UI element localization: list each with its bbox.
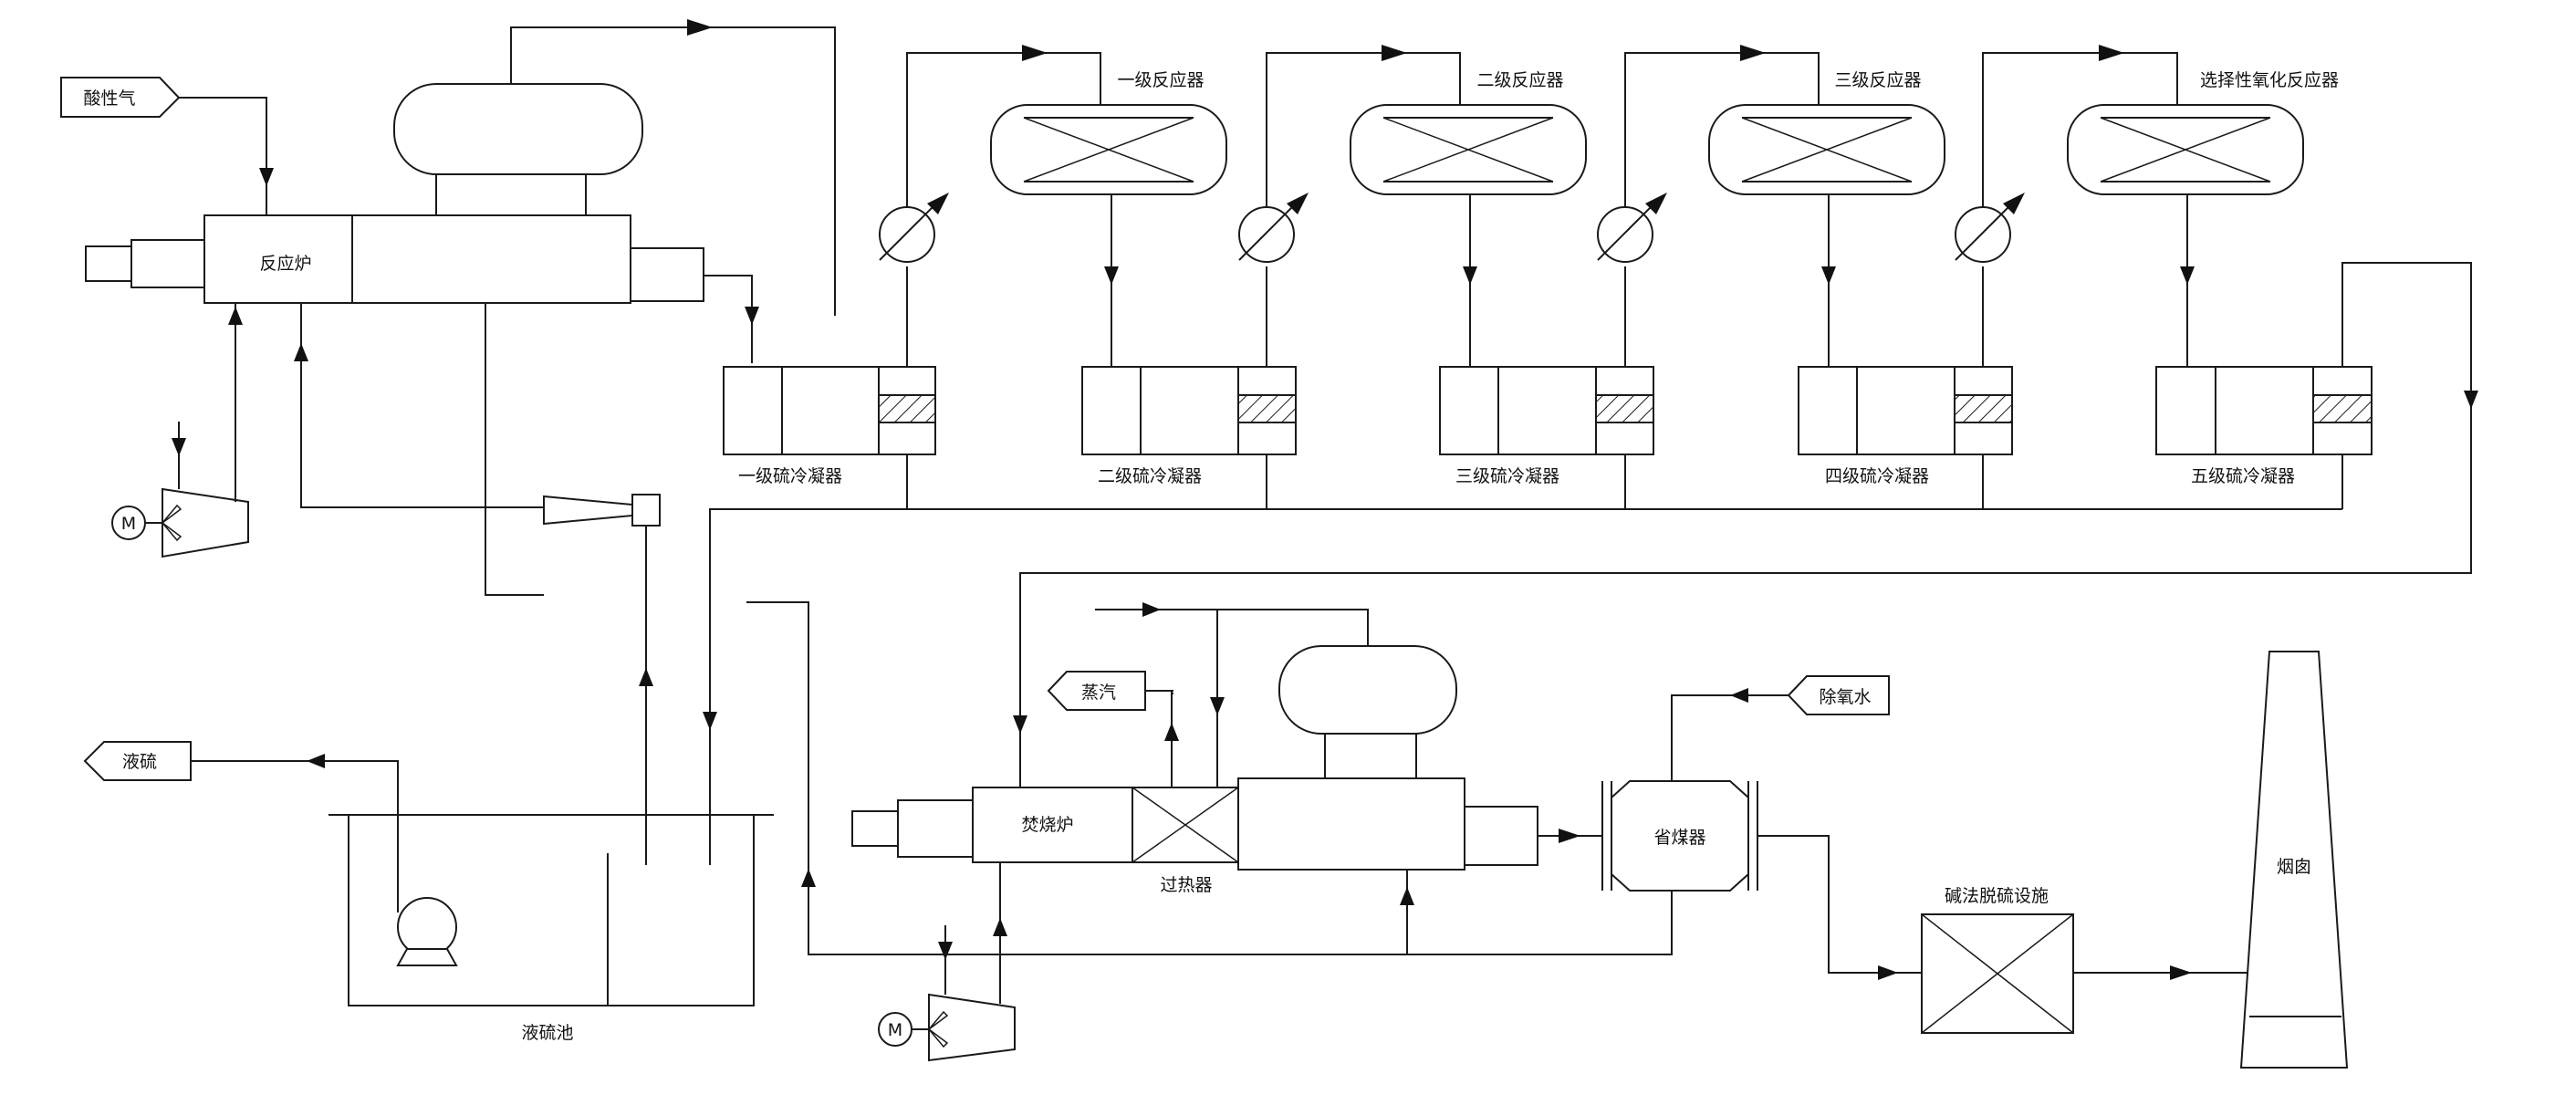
reactor-3-label: 三级反应器 bbox=[1834, 70, 1921, 90]
reheater-4-exchanger bbox=[1955, 206, 2011, 263]
steam-tag bbox=[1047, 671, 1146, 711]
reheater-1-exchanger bbox=[879, 206, 935, 263]
blower-2-body bbox=[928, 993, 1016, 1062]
superheater-label: 过热器 bbox=[1160, 875, 1212, 895]
ejector-head bbox=[631, 494, 661, 527]
sulfur-header bbox=[703, 454, 2343, 865]
condenser-5-demister bbox=[2312, 394, 2373, 423]
reheater-1 bbox=[879, 45, 1101, 367]
condenser-4-label: 四级硫冷凝器 bbox=[1825, 466, 1929, 486]
reheater-3-exchanger bbox=[1597, 206, 1653, 263]
liquid-sulfur-tag bbox=[83, 741, 192, 781]
sulfur-pit-label: 液硫池 bbox=[521, 1023, 573, 1043]
reheater-2-exchanger bbox=[1238, 206, 1295, 263]
reaction-furnace-burner-tip bbox=[85, 245, 134, 282]
condenser-1-label: 一级硫冷凝器 bbox=[738, 466, 842, 486]
tail-gas-line bbox=[1013, 262, 2478, 787]
incinerator-boiler-body bbox=[1237, 777, 1465, 871]
economizer-label: 省煤器 bbox=[1653, 828, 1705, 848]
reaction-furnace-burner bbox=[130, 239, 205, 288]
economizer-body bbox=[1611, 780, 1749, 892]
ejector-body bbox=[543, 495, 633, 526]
motor-1 bbox=[111, 506, 146, 540]
condenser-4-demister bbox=[1954, 394, 2013, 423]
superheater: 过热器 bbox=[1132, 787, 1239, 895]
waste-heat-boiler-outlet bbox=[630, 247, 704, 302]
reactor-2-label: 二级反应器 bbox=[1476, 70, 1563, 90]
acid-gas-tag bbox=[60, 77, 181, 118]
blower-1-body bbox=[162, 487, 249, 558]
incinerator-burner bbox=[897, 799, 974, 858]
condenser-5: 五级硫冷凝器 bbox=[2155, 366, 2373, 486]
steam-header: 蒸汽 bbox=[1047, 602, 1369, 787]
motor-2-label: M bbox=[888, 1020, 902, 1040]
chimney-label: 烟囱 bbox=[2277, 857, 2311, 877]
reaction-furnace: 反应炉 bbox=[85, 19, 836, 596]
acid-gas-inlet: 酸性气 bbox=[60, 77, 274, 215]
blower-1: M bbox=[111, 303, 249, 558]
acid-gas-label: 酸性气 bbox=[83, 89, 135, 109]
liquid-sulfur-label: 液硫 bbox=[122, 752, 157, 772]
chimney: 烟囱 bbox=[2239, 651, 2349, 1069]
incinerator-burner-tip bbox=[851, 810, 901, 847]
condenser-3: 三级硫冷凝器 bbox=[1439, 366, 1654, 486]
sulfur-pump bbox=[397, 897, 457, 957]
reheater-2 bbox=[1238, 45, 1461, 367]
condenser-2-demister bbox=[1237, 394, 1297, 423]
steam-drum-2 bbox=[1278, 645, 1457, 735]
ejector bbox=[294, 303, 661, 865]
reactor-1-label: 一级反应器 bbox=[1117, 70, 1204, 90]
reheater-3 bbox=[1597, 45, 1820, 367]
reaction-furnace-chamber bbox=[203, 214, 353, 304]
selective-oxidation-reactor: 选择性氧化反应器 bbox=[2067, 70, 2339, 367]
chimney-stack bbox=[2239, 651, 2349, 1069]
condenser-2: 二级硫冷凝器 bbox=[1081, 366, 1297, 486]
alkali-desulfurization-label: 碱法脱硫设施 bbox=[1945, 886, 2049, 906]
sulfur-pit: 液硫池 液硫 bbox=[83, 741, 774, 1043]
pit-vent-line bbox=[746, 601, 916, 955]
alkali-desulfurization: 碱法脱硫设施 bbox=[1757, 835, 2258, 1034]
steam-drum-1 bbox=[393, 83, 643, 175]
reactor-3: 三级反应器 bbox=[1708, 70, 1945, 367]
reactor-1: 一级反应器 bbox=[990, 70, 1227, 367]
motor-2 bbox=[878, 1012, 913, 1047]
deaerated-water-tag bbox=[1787, 675, 1890, 715]
reaction-furnace-label: 反应炉 bbox=[259, 254, 311, 274]
condenser-1: 一级硫冷凝器 bbox=[723, 366, 936, 486]
incinerator-boiler-outlet bbox=[1464, 806, 1538, 866]
incinerator: 焚烧炉 bbox=[851, 787, 1133, 863]
economizer: 省煤器 除氧水 bbox=[916, 675, 1890, 955]
reactor-2: 二级反应器 bbox=[1350, 70, 1587, 367]
condenser-5-label: 五级硫冷凝器 bbox=[2191, 466, 2295, 486]
waste-heat-boiler bbox=[351, 214, 631, 304]
steam-label: 蒸汽 bbox=[1081, 683, 1116, 703]
incinerator-label: 焚烧炉 bbox=[1021, 815, 1073, 835]
condenser-3-demister bbox=[1595, 394, 1654, 423]
selective-oxidation-reactor-label: 选择性氧化反应器 bbox=[2200, 70, 2339, 90]
condenser-2-label: 二级硫冷凝器 bbox=[1098, 466, 1202, 486]
condenser-3-label: 三级硫冷凝器 bbox=[1455, 466, 1559, 486]
condenser-4: 四级硫冷凝器 bbox=[1798, 366, 2013, 486]
blower-2: M bbox=[878, 862, 1016, 1062]
deaerated-water-label: 除氧水 bbox=[1819, 687, 1871, 707]
motor-1-label: M bbox=[121, 514, 136, 534]
sulfur-pump-base bbox=[396, 948, 458, 966]
reheater-4 bbox=[1955, 45, 2178, 367]
incinerator-boiler bbox=[1237, 645, 1583, 871]
condenser-1-demister bbox=[878, 394, 936, 423]
